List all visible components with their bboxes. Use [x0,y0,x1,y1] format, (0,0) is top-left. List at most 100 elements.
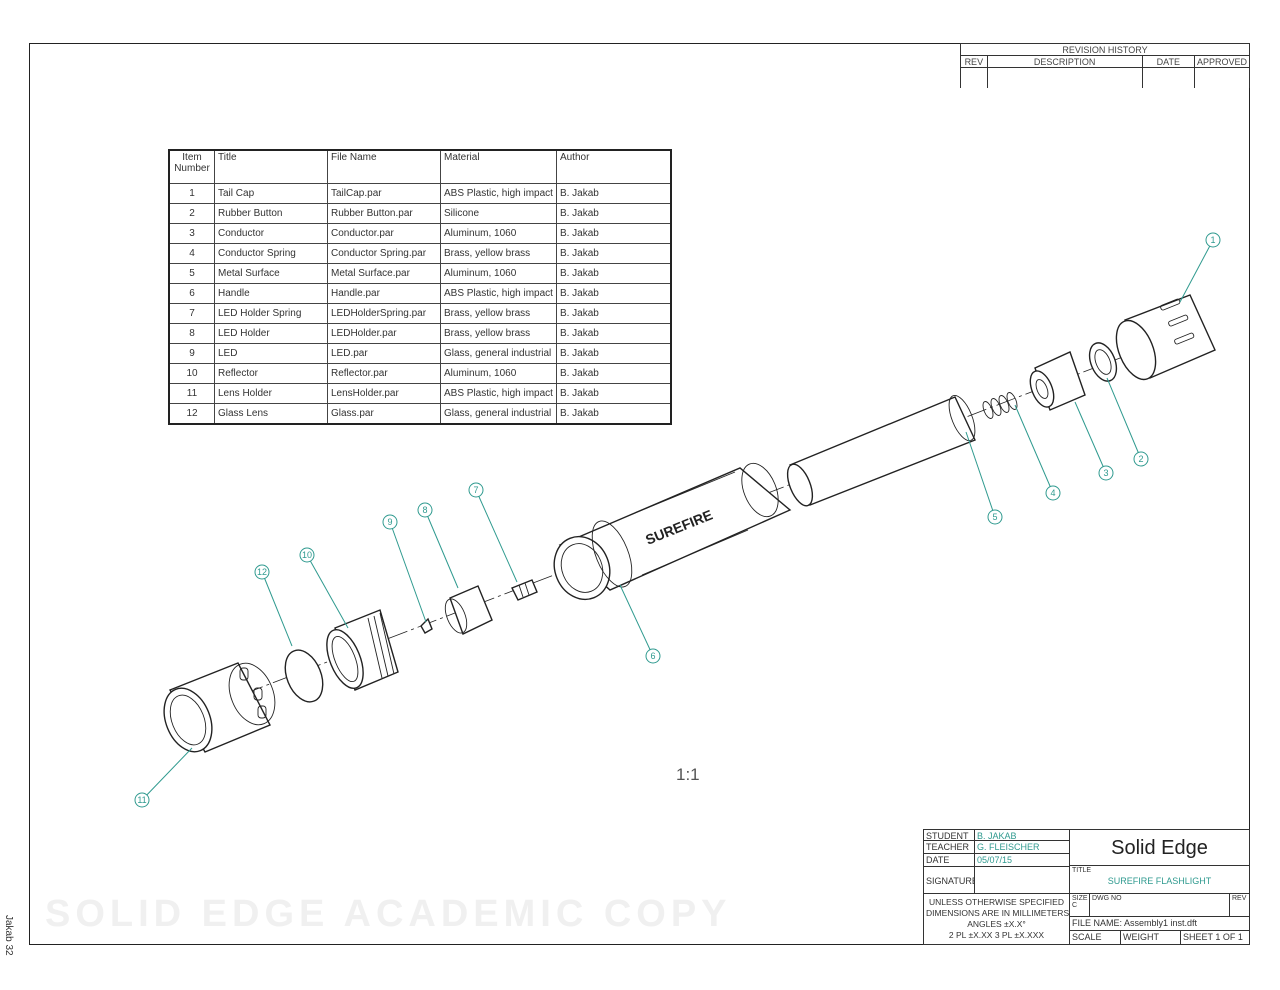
part-reflector [326,609,399,691]
callout-circle [987,509,1003,525]
callout-number: 9 [387,517,392,527]
callout-leader [619,584,654,657]
callout-balloon: 6 [619,584,661,664]
rev-col-date: DATE [1141,55,1195,68]
tb-brand: Solid Edge [1111,837,1208,859]
part-tail-cap [1115,294,1216,381]
callout-leader [424,509,459,589]
tb-brand-box: Solid Edge [1069,829,1250,866]
callout-number: 4 [1050,488,1055,498]
callout-number: 7 [473,485,478,495]
rev-col-approved: APPROVED [1193,55,1251,68]
drawing-sheet-border [29,43,1250,945]
callout-balloon: 12 [254,564,293,647]
callout-circle [1098,465,1114,481]
callout-leader [1179,239,1214,303]
callout-balloon: 4 [1014,404,1061,501]
title-block: STUDENT B. JAKAB TEACHER G. FLEISCHER DA… [923,829,1250,945]
tb-date: 05/07/15 [974,853,1070,867]
tb-title-label: TITLE [1072,867,1092,874]
tb-tolerance-line: ANGLES ±X.X° [967,919,1026,929]
callout-number: 6 [650,651,655,661]
callout-number: 5 [992,512,997,522]
callout-number: 2 [1138,454,1143,464]
callout-circle [468,482,484,498]
revision-history-table: REVISION HISTORY REV DESCRIPTION DATE AP… [960,43,1251,88]
callout-balloon: 8 [417,502,459,589]
tb-date-label: DATE [923,853,975,867]
callout-number: 12 [257,567,267,577]
table-cell: Brass, yellow brass [440,303,557,324]
callout-balloon: 1 [1179,232,1221,303]
callout-balloon: 7 [468,482,518,583]
parts-list-table: Item Number Title File Name Material Aut… [168,149,672,425]
tb-size-label: SIZE [1072,895,1088,902]
callout-leader [1074,401,1107,474]
callout-circle [299,547,315,563]
part-lens-holder [163,662,276,753]
callout-leader [389,521,427,623]
callout-number: 8 [422,505,427,515]
tb-title: SUREFIRE FLASHLIGHT [1107,876,1212,886]
table-cell: ABS Plastic, high impact [440,383,557,404]
tb-tolerance-line: DIMENSIONS ARE IN MILLIMETERS [926,908,1070,918]
bom-header-title: Title [214,149,328,184]
tb-weight-label: WEIGHT [1120,930,1181,945]
callout-circle [1133,451,1149,467]
callout-circle [134,792,150,808]
rev-col-rev: REV [960,55,988,68]
part-conductor-spring [982,392,1018,419]
tb-tolerance-line: UNLESS OTHERWISE SPECIFIED [929,897,1064,907]
tb-tolerance-notes: UNLESS OTHERWISE SPECIFIED DIMENSIONS AR… [923,893,1070,945]
callout-leader [1014,404,1054,494]
tb-scale-label: SCALE [1069,930,1121,945]
bom-header-author: Author [555,149,672,184]
callout-leader [1106,377,1142,460]
callout-balloon: 3 [1074,401,1114,481]
table-cell: Glass.par [327,403,441,425]
table-cell: B. Jakab [555,403,672,425]
tb-dwg-label: DWG NO [1089,893,1230,917]
bom-header-file: File Name [327,149,441,184]
callout-leader [261,571,293,647]
tb-rev-label: REV [1229,893,1250,917]
part-led-holder-spring [511,579,538,601]
table-cell: LensHolder.par [327,383,441,404]
tb-teacher: G. FLEISCHER [974,840,1070,854]
callout-number: 11 [137,795,146,805]
part-led-holder [444,585,493,635]
callout-balloon: 11 [134,747,193,808]
tb-tolerance-line: 2 PL ±X.XX 3 PL ±X.XXX [948,930,1045,940]
part-conductor [1029,351,1086,411]
tb-teacher-label: TEACHER [923,840,975,854]
callout-circle [645,648,661,664]
tb-signature-label: SIGNATURE [923,866,975,894]
table-cell: B. Jakab [555,383,672,404]
tb-file-name: FILE NAME: Assembly1 inst.dft [1069,916,1250,931]
side-tag: Jakab 32 [3,915,14,956]
callout-leader [141,747,193,801]
rev-col-description: DESCRIPTION [986,55,1143,68]
callout-leader [306,554,349,629]
table-cell: Glass Lens [214,403,328,425]
callout-leader [965,431,996,518]
callout-balloon: 2 [1106,377,1149,467]
academic-watermark: SOLID EDGE ACADEMIC COPY [45,893,732,935]
scale-mark: 1:1 [676,765,700,784]
callout-number: 3 [1103,468,1108,478]
part-handle: SUREFIRE [553,462,792,601]
callout-balloon: 9 [382,514,427,623]
tb-sheet: SHEET 1 OF 1 [1180,930,1250,945]
part-led [420,617,433,634]
